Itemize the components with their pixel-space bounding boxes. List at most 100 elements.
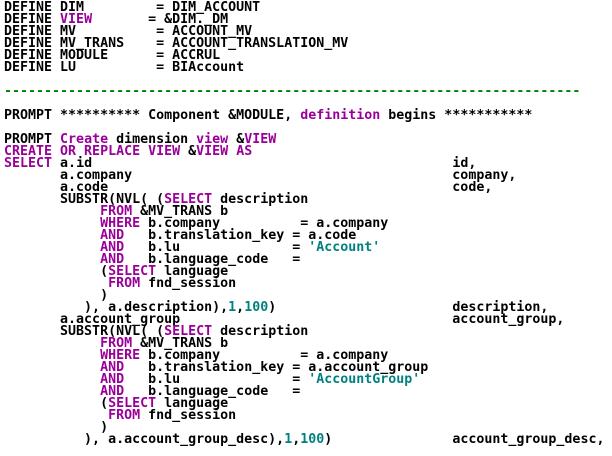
code-line: ), a.account_group_desc),1,100) account_… xyxy=(4,432,612,447)
code-line: FROM &MV_TRANS b xyxy=(4,336,612,351)
code-segment-default: , xyxy=(236,300,245,315)
code-segment-default: a.id id, xyxy=(52,156,477,171)
code-segment-keyword: view xyxy=(196,132,229,147)
code-segment-keyword: SELECT xyxy=(108,396,157,411)
code-line: SELECT a.id id, xyxy=(4,156,612,171)
code-segment-default: DEFINE DIM = DIM_ACCOUNT xyxy=(4,0,261,15)
code-segment-default: fnd_session xyxy=(140,408,237,423)
code-segment-default: b.language_code = xyxy=(124,384,301,399)
code-segment-default: dimension xyxy=(108,132,197,147)
code-line: WHERE b.company = a.company xyxy=(4,348,612,363)
code-segment-keyword: definition xyxy=(300,108,381,123)
code-line: a.company company, xyxy=(4,168,612,183)
code-segment-default: language xyxy=(156,264,229,279)
code-line: DEFINE MV_TRANS = ACCOUNT_TRANSLATION_MV xyxy=(4,36,612,51)
code-segment-keyword: WHERE xyxy=(100,216,141,231)
code-segment-default: ), a.description), xyxy=(4,300,229,315)
code-segment-default: a.code code, xyxy=(4,180,493,195)
code-line: ----------------------------------------… xyxy=(4,84,612,99)
code-segment-keyword: FROM xyxy=(100,204,133,219)
code-segment-keyword: CREATE OR REPLACE VIEW xyxy=(4,144,181,159)
code-segment-keyword: AND xyxy=(100,384,125,399)
code-line: DEFINE MV = ACCOUNT_MV xyxy=(4,24,612,39)
code-segment-keyword: SELECT xyxy=(4,156,53,171)
code-line: DEFINE MODULE = ACCRUL xyxy=(4,48,612,63)
code-segment-default: b.language_code = xyxy=(124,252,301,267)
code-segment-keyword: VIEW xyxy=(196,144,229,159)
code-segment-default: b.lu = xyxy=(124,240,309,255)
code-segment-default: ) description, xyxy=(268,300,549,315)
code-line: AND b.lu = 'Account' xyxy=(4,240,612,255)
code-line: AND b.lu = 'AccountGroup' xyxy=(4,372,612,387)
code-segment-keyword: FROM xyxy=(108,276,141,291)
code-segment-default: PROMPT xyxy=(4,132,61,147)
code-line: ), a.description),1,100) description, xyxy=(4,300,612,315)
code-segment-keyword: AND xyxy=(100,240,125,255)
code-segment-keyword: SELECT xyxy=(108,264,157,279)
code-segment-default: b.translation_key = a.account_group xyxy=(124,360,429,375)
code-line: CREATE OR REPLACE VIEW &VIEW AS xyxy=(4,144,612,159)
code-segment-keyword: FROM xyxy=(108,408,141,423)
code-segment-number: 100 xyxy=(244,300,269,315)
code-segment-default: b.company = a.company xyxy=(140,348,389,363)
code-segment-default: SUBSTR(NVL( ( xyxy=(4,192,165,207)
code-segment-default: b.translation_key = a.code xyxy=(124,228,357,243)
code-line: PROMPT ********** Component &MODULE, def… xyxy=(4,108,612,123)
code-segment-default: ), a.account_group_desc), xyxy=(4,432,285,447)
code-segment-keyword: SELECT xyxy=(164,324,213,339)
code-segment-default: DEFINE MV = ACCOUNT_MV xyxy=(4,24,253,39)
code-segment-default: description xyxy=(212,192,309,207)
code-line: FROM fnd_session xyxy=(4,276,612,291)
code-segment-keyword: SELECT xyxy=(164,192,213,207)
code-segment-default: ( xyxy=(4,396,109,411)
code-segment-keyword: AND xyxy=(100,372,125,387)
code-segment-default: &MV_TRANS b xyxy=(132,336,229,351)
code-line: FROM fnd_session xyxy=(4,408,612,423)
code-segment-default: description xyxy=(212,324,309,339)
code-segment-string: 'AccountGroup' xyxy=(308,372,421,387)
code-line: (SELECT language xyxy=(4,264,612,279)
code-segment-default: , xyxy=(292,432,301,447)
code-segment-keyword: WHERE xyxy=(100,348,141,363)
code-line: SUBSTR(NVL( (SELECT description xyxy=(4,324,612,339)
code-segment-default: a.account_group account_group, xyxy=(4,312,565,327)
code-segment-keyword: AND xyxy=(100,252,125,267)
code-segment-keyword: AND xyxy=(100,228,125,243)
code-line: AND b.language_code = xyxy=(4,384,612,399)
code-segment-default: ( xyxy=(4,264,109,279)
code-line: AND b.language_code = xyxy=(4,252,612,267)
code-line: AND b.translation_key = a.code xyxy=(4,228,612,243)
code-segment-number: 1 xyxy=(228,300,237,315)
code-segment-default: ) xyxy=(4,288,109,303)
code-segment-separator: ----------------------------------------… xyxy=(4,84,581,99)
code-line: WHERE b.company = a.company xyxy=(4,216,612,231)
code-line: a.code code, xyxy=(4,180,612,195)
code-segment-default: DEFINE xyxy=(4,12,61,27)
code-segment-default: = &DIM._DM xyxy=(92,12,229,27)
code-segment-default: DEFINE MV_TRANS = ACCOUNT_TRANSLATION_MV xyxy=(4,36,349,51)
code-line: (SELECT language xyxy=(4,396,612,411)
code-segment-default: DEFINE MODULE = ACCRUL xyxy=(4,48,221,63)
code-segment-default: b.company = a.company xyxy=(140,216,389,231)
code-segment-default: & xyxy=(228,132,245,147)
code-segment-keyword: FROM xyxy=(100,336,133,351)
code-line: FROM &MV_TRANS b xyxy=(4,204,612,219)
code-segment-keyword: VIEW xyxy=(60,12,93,27)
code-segment-default: DEFINE LU = BIAccount xyxy=(4,60,245,75)
code-line: ) xyxy=(4,420,612,435)
code-segment-default: & xyxy=(180,144,197,159)
code-line: DEFINE LU = BIAccount xyxy=(4,60,612,75)
code-segment-default: &MV_TRANS b xyxy=(132,204,229,219)
code-segment-default: a.company company, xyxy=(4,168,517,183)
code-segment-string: 'Account' xyxy=(308,240,381,255)
code-segment-keyword: AND xyxy=(100,360,125,375)
code-line: AND b.translation_key = a.account_group xyxy=(4,360,612,375)
code-segment-default: SUBSTR(NVL( ( xyxy=(4,324,165,339)
code-line: SUBSTR(NVL( (SELECT description xyxy=(4,192,612,207)
code-segment-keyword: AS xyxy=(236,144,253,159)
code-segment-keyword: Create xyxy=(60,132,109,147)
code-line: a.account_group account_group, xyxy=(4,312,612,327)
code-segment-number: 1 xyxy=(284,432,293,447)
code-segment-default: ) xyxy=(4,420,109,435)
